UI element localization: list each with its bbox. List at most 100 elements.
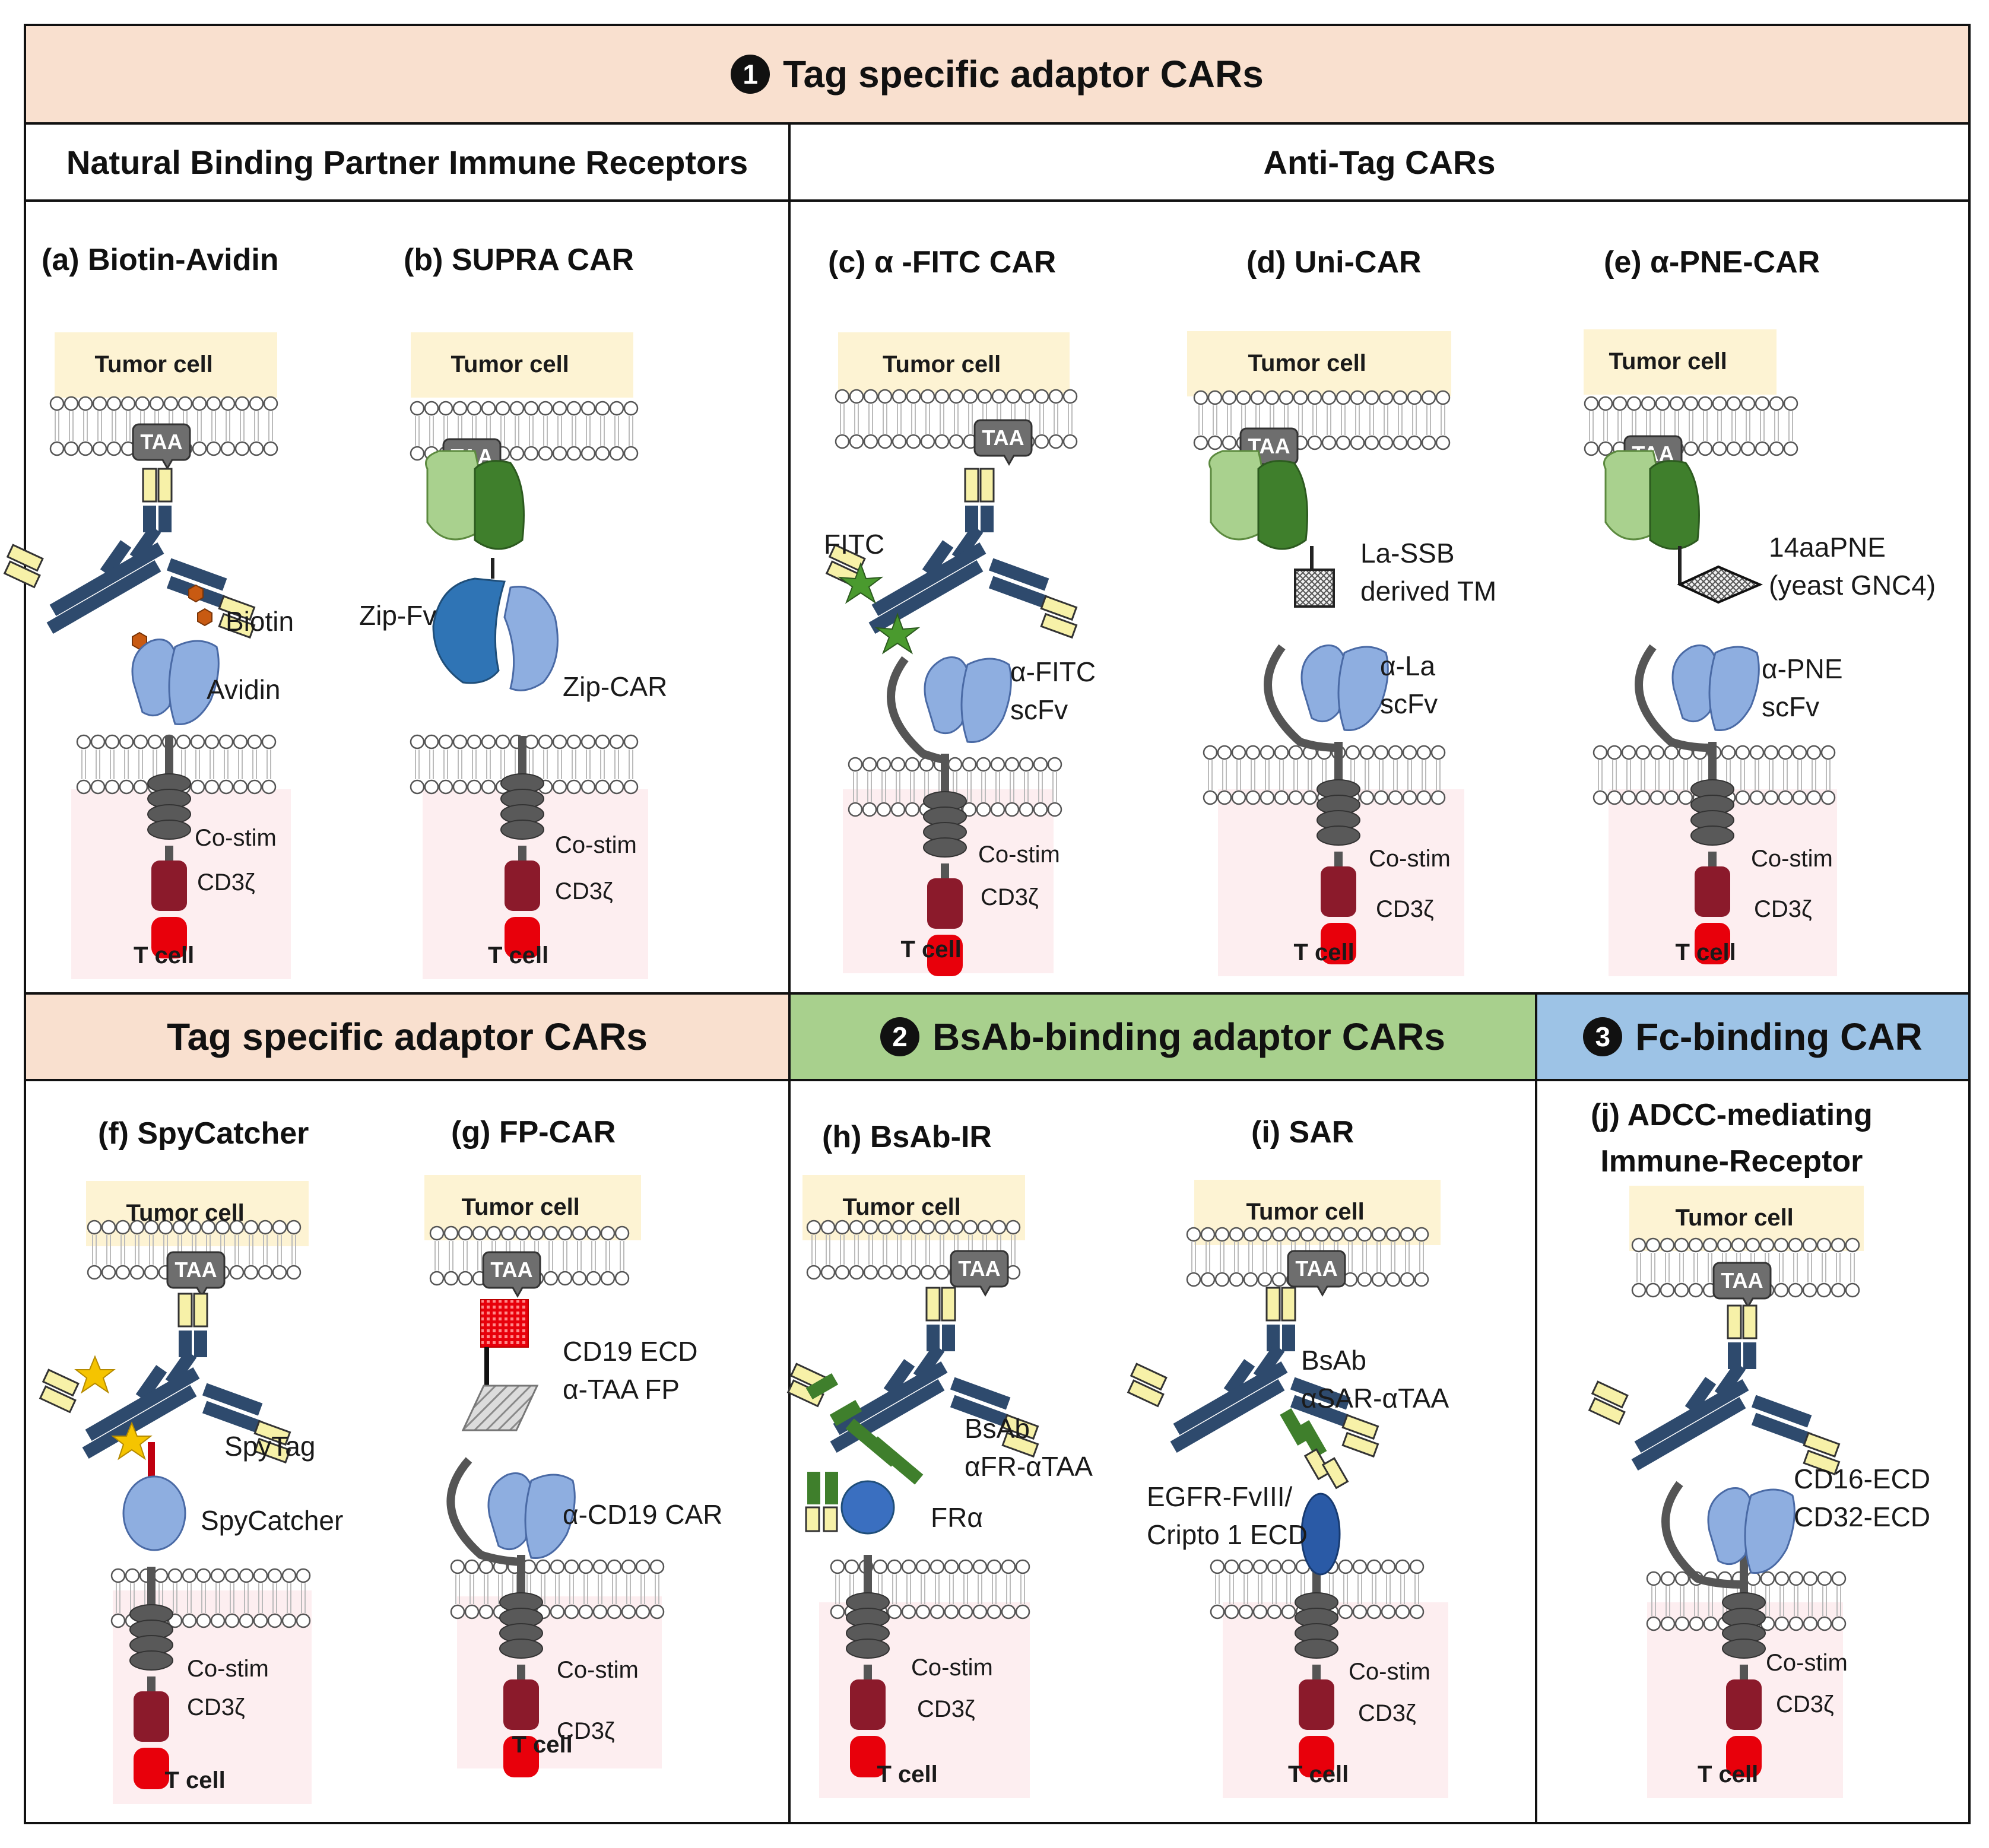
lipid-head xyxy=(443,1225,459,1241)
lipid-head xyxy=(1034,389,1049,404)
tag-lower-header: Tag specific adaptor CARs xyxy=(24,992,791,1081)
lipid-head xyxy=(410,446,425,461)
costim-domain xyxy=(1726,1679,1762,1730)
lipid-head xyxy=(1664,790,1679,805)
egfr-line2: Cripto 1 ECD xyxy=(1147,1519,1308,1550)
lipid-head xyxy=(580,734,596,750)
lipid-head xyxy=(920,389,935,404)
stalk xyxy=(951,525,984,562)
cd3z-label-e: CD3ζ xyxy=(1754,896,1812,922)
lipid-head xyxy=(1698,441,1713,456)
transmembrane-coil xyxy=(500,820,544,840)
lipid-head xyxy=(1783,396,1798,411)
lipid-head xyxy=(452,401,468,416)
number-badge-1: 1 xyxy=(731,55,770,94)
fc-arm xyxy=(1170,1379,1285,1453)
lipid-head xyxy=(557,1271,573,1286)
lipid-head xyxy=(1759,1237,1775,1253)
la-ssb-tag xyxy=(1294,569,1335,608)
lipid-head xyxy=(1388,745,1403,760)
lipid-head xyxy=(1806,790,1822,805)
lipid-head xyxy=(806,1265,821,1280)
bsab-i-line1: BsAb xyxy=(1301,1345,1366,1376)
lipid-head xyxy=(1421,390,1436,405)
lipid-head xyxy=(286,1265,302,1280)
bsab-header-title: BsAb-binding adaptor CARs xyxy=(932,1015,1445,1058)
lipid-head xyxy=(877,1265,893,1280)
taa-antigen: TAA xyxy=(132,423,191,471)
lipid-head xyxy=(595,779,610,795)
light-chain xyxy=(3,560,41,589)
light-chain xyxy=(1127,1379,1165,1408)
lipid-head xyxy=(49,396,65,411)
tumor-cell-label: Tumor cell xyxy=(1609,348,1727,374)
zip-car-label: Zip-CAR xyxy=(563,671,668,702)
avidin-label: Avidin xyxy=(207,674,281,705)
lipid-head xyxy=(578,1559,594,1574)
lipid-head xyxy=(1378,390,1394,405)
cd3z-domain xyxy=(927,935,963,976)
lipid-head xyxy=(849,389,864,404)
tumor-cell-label: Tumor cell xyxy=(1675,1205,1794,1231)
lipid-head xyxy=(905,802,920,817)
lipid-head xyxy=(247,779,262,795)
lipid-head xyxy=(609,779,624,795)
lipid-head xyxy=(92,396,107,411)
lipid-head xyxy=(467,734,482,750)
lipid-head xyxy=(1831,1282,1846,1298)
stalk xyxy=(1253,1344,1285,1381)
heavy-chain xyxy=(158,506,172,532)
tumor-membrane xyxy=(49,396,278,456)
lipid-head xyxy=(1210,1559,1225,1574)
fab-arm xyxy=(1751,1412,1812,1446)
light-chain xyxy=(1265,1287,1281,1322)
lipid-head xyxy=(204,779,220,795)
costim-domain xyxy=(505,861,540,911)
taa-text: TAA xyxy=(982,426,1024,450)
costim-domain xyxy=(1321,866,1356,917)
lipid-head xyxy=(991,1220,1007,1235)
lipid-head xyxy=(452,779,468,795)
lipid-head xyxy=(1769,396,1784,411)
panel-j-title: (j) ADCC-mediating Immune-Receptor xyxy=(1591,1092,1873,1185)
lipid-head xyxy=(887,1559,902,1574)
top-header: 1 Tag specific adaptor CARs xyxy=(24,24,1971,125)
lipid-head xyxy=(1373,745,1389,760)
lipid-head xyxy=(172,1220,188,1235)
lipid-head xyxy=(87,1220,102,1235)
lipid-head xyxy=(906,389,921,404)
lipid-head xyxy=(1048,434,1064,449)
lipid-head xyxy=(1774,1616,1790,1631)
transmembrane-coil xyxy=(846,1639,890,1659)
lipid-head xyxy=(990,757,1005,772)
lipid-head xyxy=(1279,390,1294,405)
light-chain xyxy=(1040,595,1078,621)
stalk xyxy=(165,1350,197,1387)
lipid-head xyxy=(595,401,610,416)
stalk xyxy=(883,1359,915,1396)
lipid-head xyxy=(410,401,425,416)
lipid-head xyxy=(524,401,539,416)
lipid-head xyxy=(962,802,977,817)
tumor-membrane xyxy=(835,389,1078,449)
egfr-label: EGFR-FvIII/ Cripto 1 ECD xyxy=(1147,1478,1308,1554)
cd3z-label-f: CD3ζ xyxy=(187,1694,245,1720)
lipid-head xyxy=(566,401,582,416)
lipid-head xyxy=(163,396,179,411)
antibody-j xyxy=(1588,1304,1841,1476)
bsab-h-line2: αFR-αTAA xyxy=(965,1451,1093,1482)
lipid-head xyxy=(1321,390,1337,405)
lipid-head xyxy=(1607,745,1622,760)
lipid-head xyxy=(133,734,148,750)
lipid-head xyxy=(296,1613,311,1628)
t-cell-label: T cell xyxy=(1675,939,1736,966)
panel-a-title: (a) Biotin-Avidin xyxy=(42,243,279,277)
lipid-head xyxy=(623,446,639,461)
lipid-head xyxy=(1338,1559,1353,1574)
lipid-head xyxy=(552,779,567,795)
lipid-head xyxy=(614,1225,630,1241)
tumor-cell-label: Tumor cell xyxy=(126,1200,245,1226)
bsab-green-arm xyxy=(869,1436,924,1485)
lipid-head xyxy=(621,1604,636,1620)
lipid-head xyxy=(1335,435,1351,450)
